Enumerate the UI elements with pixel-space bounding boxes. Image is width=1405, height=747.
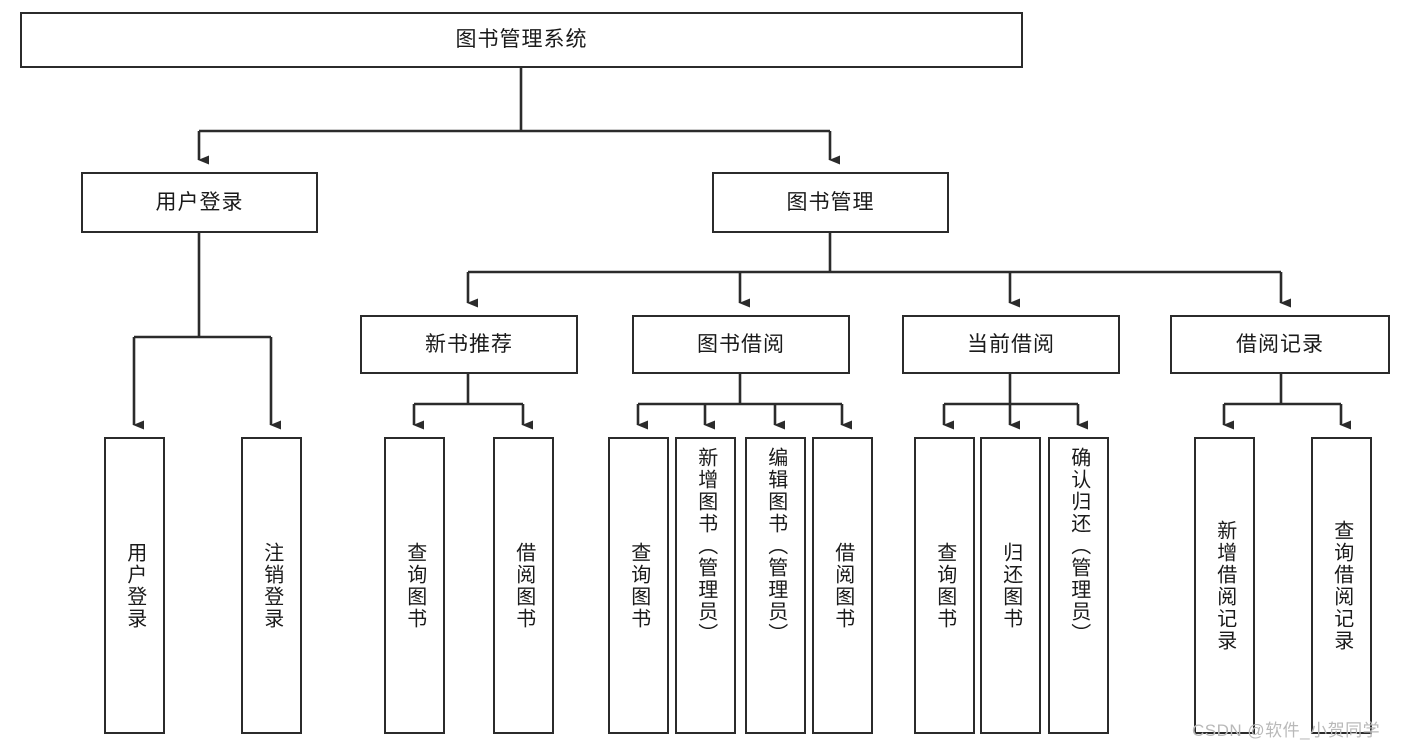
leaf-user-login-login[interactable]: 用户登录: [104, 437, 165, 734]
leaf-borrow-record-query-record[interactable]: 查询借阅记录: [1311, 437, 1372, 734]
leaf-book-borrow-query-book[interactable]: 查询图书: [608, 437, 669, 734]
edges-root-to-level2: [197, 68, 840, 165]
edges-currentborrow-to-leaves: [942, 374, 1088, 430]
node-label: 用户登录: [123, 541, 146, 630]
node-user-login[interactable]: 用户登录: [81, 172, 318, 233]
node-label: 归还图书: [999, 541, 1022, 630]
leaf-new-book-borrow-book[interactable]: 借阅图书: [493, 437, 554, 734]
node-label: 查询图书: [933, 541, 956, 630]
node-label: 新增图书（管理员）: [694, 447, 717, 645]
leaf-current-borrow-confirm-return-admin[interactable]: 确认归还（管理员）: [1048, 437, 1109, 734]
node-label: 图书管理: [786, 190, 875, 214]
node-borrow-record[interactable]: 借阅记录: [1170, 315, 1390, 374]
node-label: 借阅图书: [831, 541, 854, 630]
leaf-book-borrow-add-book-admin[interactable]: 新增图书（管理员）: [675, 437, 736, 734]
node-label: 确认归还（管理员）: [1067, 447, 1090, 645]
node-book-management[interactable]: 图书管理: [712, 172, 949, 233]
node-label: 用户登录: [155, 190, 244, 214]
edges-bookborrow-to-leaves: [636, 374, 852, 430]
leaf-new-book-query-book[interactable]: 查询图书: [384, 437, 445, 734]
node-label: 当前借阅: [967, 332, 1055, 356]
edges-userlogin-to-leaves: [132, 233, 281, 430]
node-label: 编辑图书（管理员）: [764, 447, 787, 645]
leaf-current-borrow-query-book[interactable]: 查询图书: [914, 437, 975, 734]
leaf-borrow-record-add-record[interactable]: 新增借阅记录: [1194, 437, 1255, 734]
node-label: 借阅图书: [512, 541, 535, 630]
node-label: 新增借阅记录: [1213, 519, 1236, 652]
node-label: 图书管理系统: [455, 28, 588, 52]
leaf-current-borrow-return-book[interactable]: 归还图书: [980, 437, 1041, 734]
leaf-user-login-logout[interactable]: 注销登录: [241, 437, 302, 734]
node-label: 查询图书: [403, 541, 426, 630]
node-label: 注销登录: [260, 541, 283, 630]
node-label: 图书借阅: [697, 332, 785, 356]
node-label: 查询图书: [627, 541, 650, 630]
node-label: 借阅记录: [1236, 332, 1324, 356]
node-root-library-system[interactable]: 图书管理系统: [20, 12, 1023, 68]
leaf-book-borrow-edit-book-admin[interactable]: 编辑图书（管理员）: [745, 437, 806, 734]
edges-borrowrecord-to-leaves: [1222, 374, 1351, 430]
edges-bookmgmt-to-level3: [466, 233, 1291, 308]
node-label: 查询借阅记录: [1330, 519, 1353, 652]
node-new-book-recommend[interactable]: 新书推荐: [360, 315, 578, 374]
node-current-borrow[interactable]: 当前借阅: [902, 315, 1120, 374]
node-book-borrow[interactable]: 图书借阅: [632, 315, 850, 374]
edges-newbook-to-leaves: [412, 374, 533, 430]
leaf-book-borrow-borrow-book[interactable]: 借阅图书: [812, 437, 873, 734]
node-label: 新书推荐: [425, 332, 513, 356]
